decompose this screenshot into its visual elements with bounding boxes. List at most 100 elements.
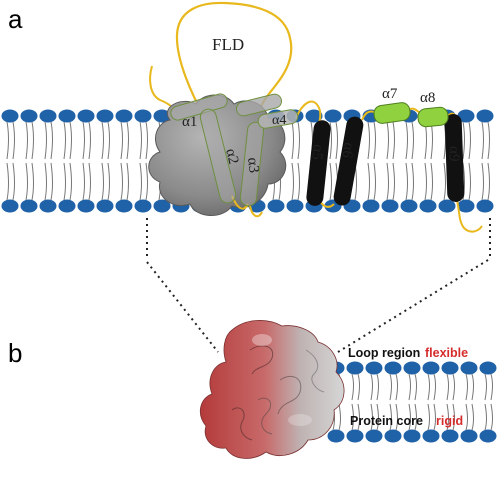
helix-a7-label: α7: [382, 86, 398, 102]
lipid-tail: [291, 162, 294, 201]
lipid-tail: [367, 162, 370, 201]
lipid-head: [460, 429, 478, 443]
lipid-tail: [452, 373, 455, 401]
lipid-head: [115, 109, 133, 123]
helix-a5: [306, 120, 331, 206]
zoom-line-right-diag: [337, 259, 489, 353]
lipid-tail: [139, 162, 142, 201]
lipid-tail: [411, 121, 414, 160]
lipid-head: [153, 199, 171, 213]
protein-core-label: Protein core: [350, 414, 423, 428]
lipid-tail: [126, 162, 129, 201]
lipid-tail: [291, 121, 294, 160]
lipid-tail: [82, 162, 85, 201]
lipid-head: [479, 361, 497, 375]
lipid-tail: [395, 403, 398, 431]
lipid-head: [384, 361, 402, 375]
lipid-head: [346, 429, 364, 443]
lipid-tail: [329, 121, 332, 160]
lipid-tail: [6, 162, 9, 201]
lipid-head: [419, 199, 437, 213]
lipid-tail: [427, 373, 430, 401]
lipid-head: [476, 109, 494, 123]
lipid-head: [39, 109, 57, 123]
lipid-tail: [63, 121, 66, 160]
flexible-label: flexible: [425, 346, 468, 360]
lipid-head: [134, 199, 152, 213]
lipid-tail: [490, 373, 493, 401]
lipid-tail: [392, 162, 395, 201]
lipid-tail: [107, 162, 110, 201]
lipid-tail: [484, 403, 487, 431]
lipid-tail: [370, 373, 373, 401]
lipid-tail: [370, 403, 373, 431]
lipid-head: [422, 429, 440, 443]
lipid-tail: [433, 403, 436, 431]
lipid-head: [96, 199, 114, 213]
lipid-tail: [88, 162, 91, 201]
lipid-head: [96, 109, 114, 123]
lipid-tail: [481, 121, 484, 160]
lipid-head: [267, 199, 285, 213]
lipid-head: [400, 199, 418, 213]
helix-a8: [417, 106, 449, 128]
lipid-tail: [462, 121, 465, 160]
lipid-tail: [446, 403, 449, 431]
lipid-tail: [386, 121, 389, 160]
lipid-tail: [82, 121, 85, 160]
lipid-tail: [126, 121, 129, 160]
lipid-head: [327, 429, 345, 443]
loop-a2-a3: [249, 205, 263, 218]
lipid-head: [305, 109, 323, 123]
lipid-head: [441, 361, 459, 375]
rigid-label: rigid: [436, 414, 463, 428]
lipid-head: [362, 199, 380, 213]
fld-loop: [175, 1, 293, 127]
lipid-tail: [487, 121, 490, 160]
helix-a4-label: α4: [272, 113, 286, 128]
lipid-tail: [462, 162, 465, 201]
lipid-tail: [487, 162, 490, 201]
lipid-tail: [389, 403, 392, 431]
lipid-tail: [392, 121, 395, 160]
lipid-head: [438, 199, 456, 213]
lipid-head: [460, 361, 478, 375]
lipid-tail: [452, 403, 455, 431]
lipid-tail: [484, 373, 487, 401]
lipid-tail: [120, 162, 123, 201]
lipid-tail: [465, 373, 468, 401]
lipid-head: [479, 429, 497, 443]
lipid-tail: [6, 121, 9, 160]
helix-a3: [239, 121, 265, 207]
lipid-tail: [101, 121, 104, 160]
lipid-tail: [430, 121, 433, 160]
lipid-head: [457, 199, 475, 213]
lipid-head: [77, 199, 95, 213]
lipid-tail: [12, 162, 15, 201]
c-terminal-loop: [455, 195, 483, 233]
lipid-tail: [405, 162, 408, 201]
panel-label-a: a: [8, 4, 23, 34]
lipid-tail: [465, 403, 468, 431]
lipid-head: [20, 109, 38, 123]
lipid-tail: [107, 121, 110, 160]
lipid-head: [115, 199, 133, 213]
zoom-line-left-diag: [146, 261, 219, 353]
lipid-tail: [145, 121, 148, 160]
lipid-head: [346, 361, 364, 375]
lipid-tail: [373, 121, 376, 160]
lipid-tail: [31, 121, 34, 160]
lipid-head: [384, 429, 402, 443]
lipid-tail: [373, 162, 376, 201]
lipid-head: [403, 361, 421, 375]
lipid-head: [476, 199, 494, 213]
lipid-tail: [405, 121, 408, 160]
lipid-tail: [101, 162, 104, 201]
lipid-tail: [69, 162, 72, 201]
lipid-tail: [88, 121, 91, 160]
lipid-head: [286, 199, 304, 213]
lipid-tail: [446, 373, 449, 401]
lipid-tail: [443, 162, 446, 201]
helix-a9-label: α9: [445, 146, 462, 162]
helix-a6-label: α6: [338, 141, 357, 159]
